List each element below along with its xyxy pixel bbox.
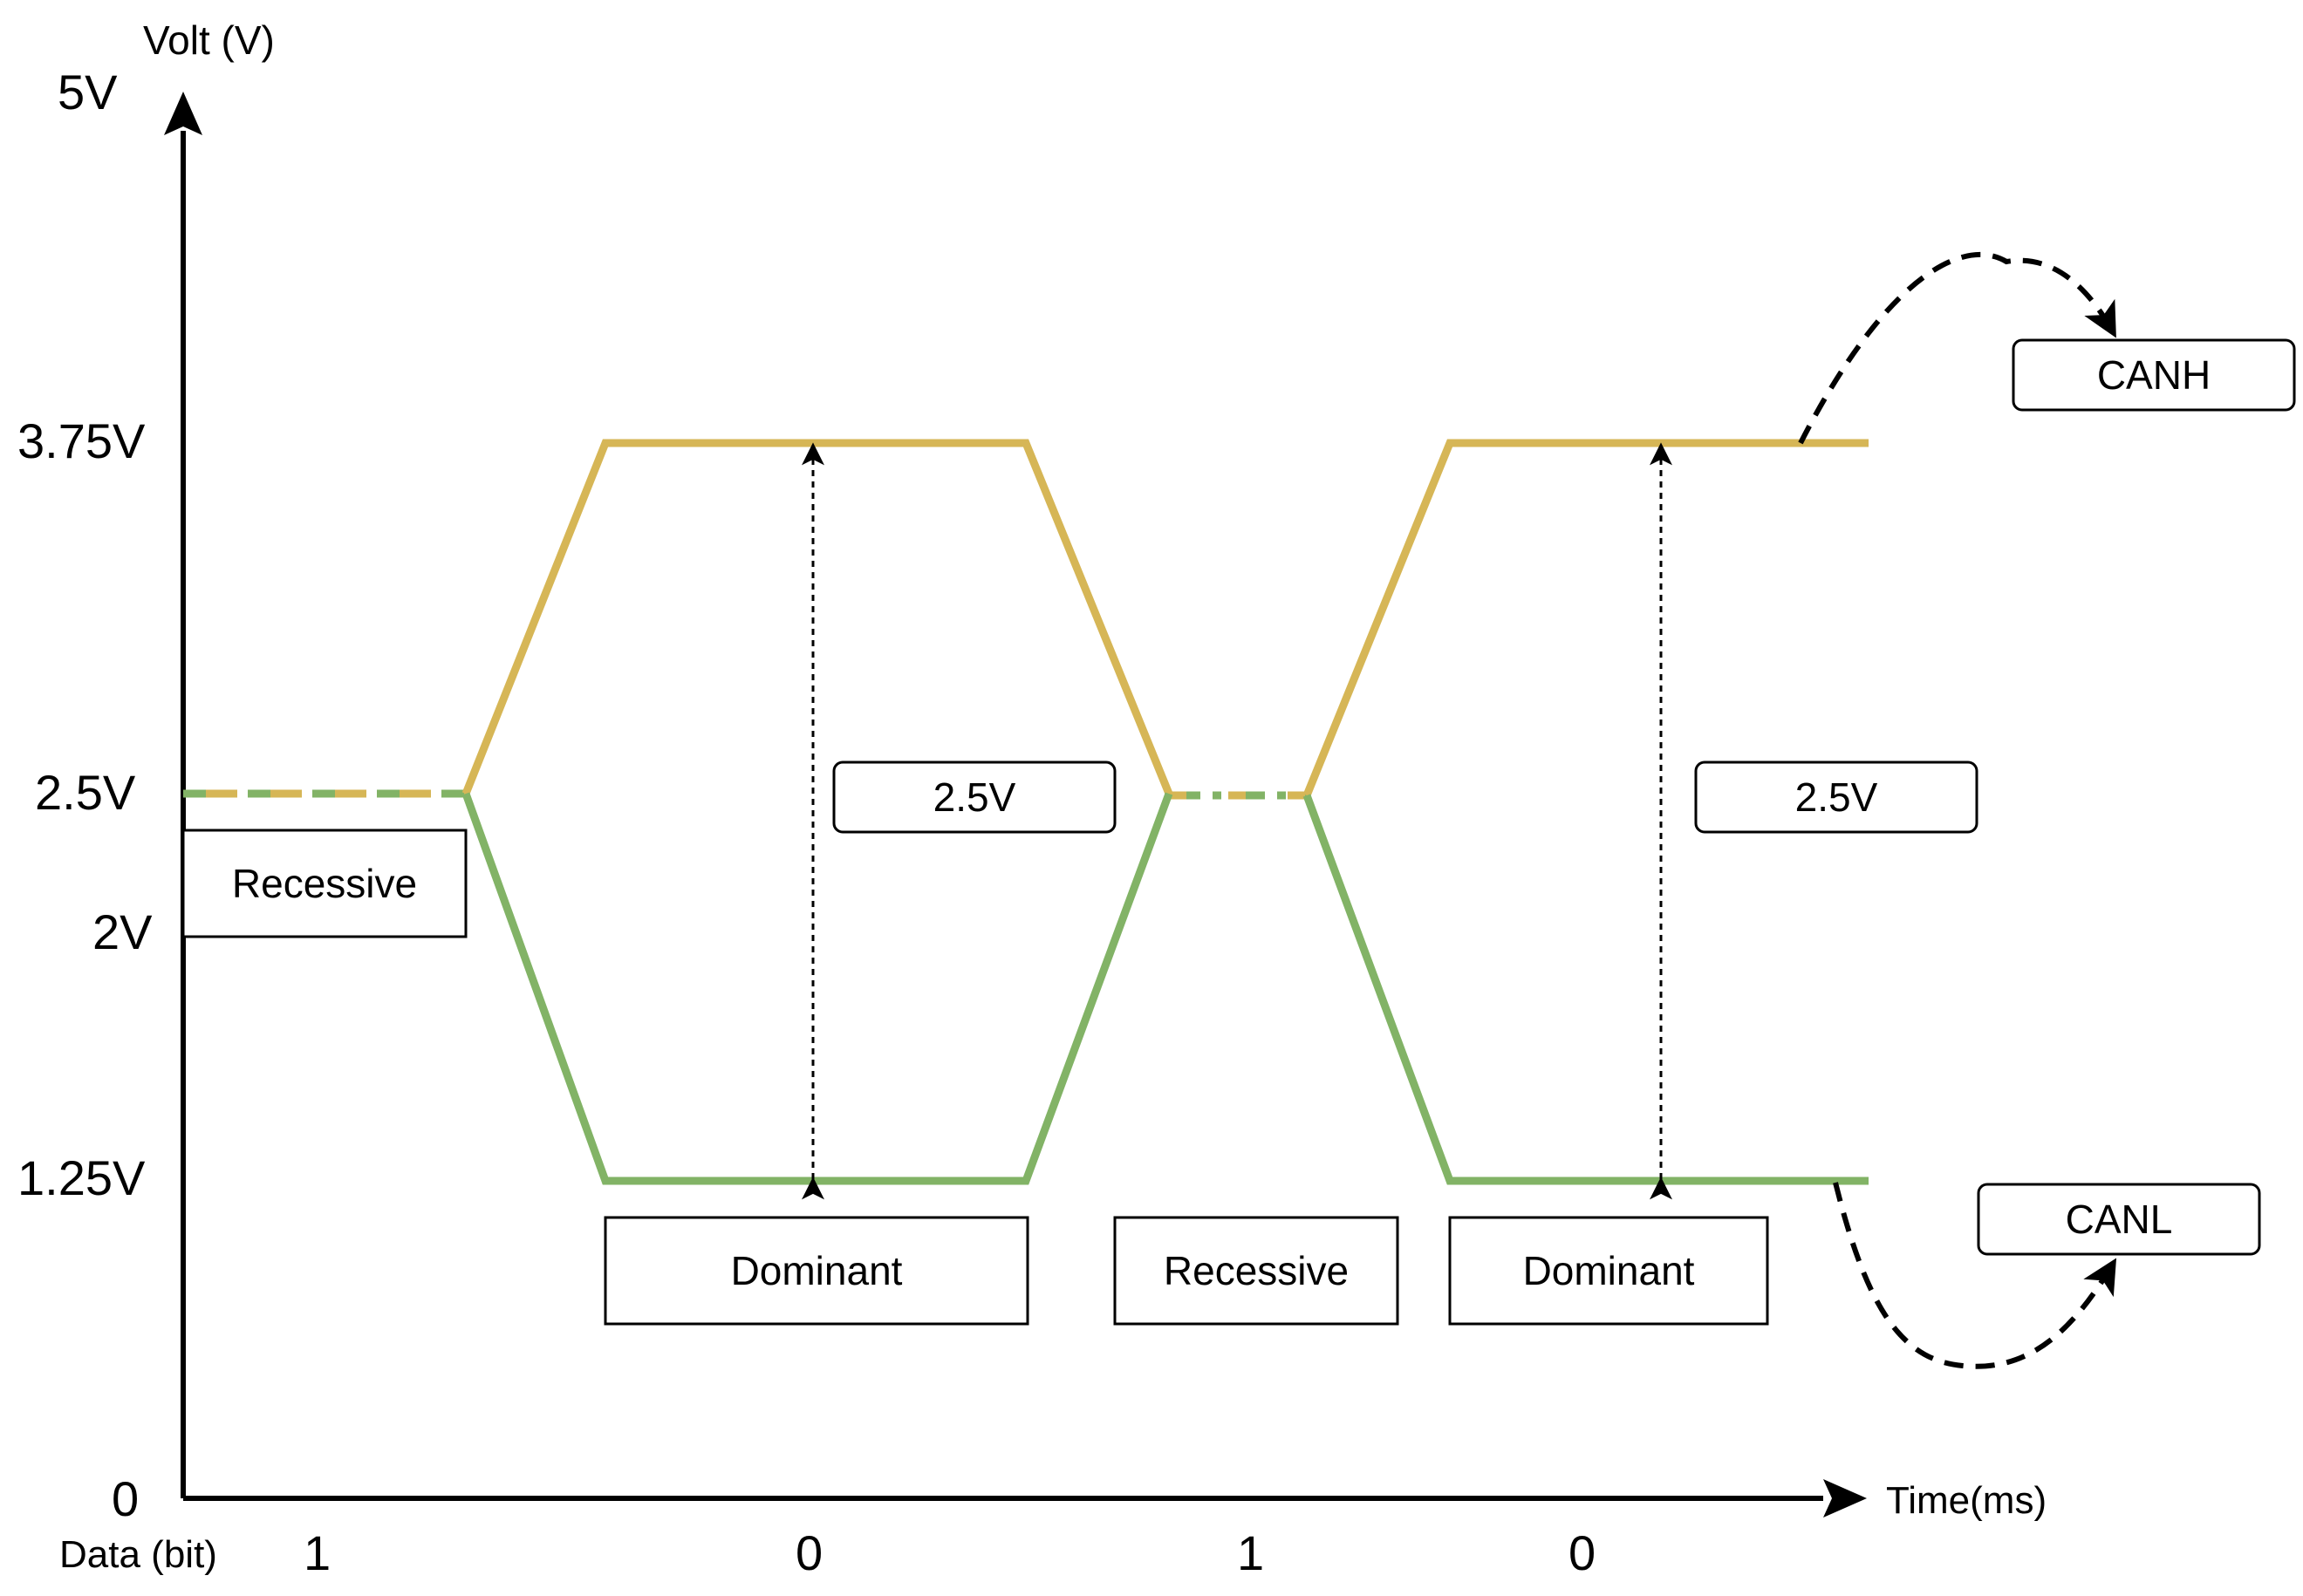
canl-line-2 — [1302, 794, 1869, 1185]
x-axis-arrow-icon — [1823, 1479, 1867, 1518]
canh-line-2 — [1302, 439, 1869, 797]
canl-label: CANL — [2066, 1197, 2173, 1242]
data-bit-3: 1 — [1237, 1525, 1264, 1580]
canh-label: CANH — [2097, 352, 2211, 398]
state-box-recessive-2 — [1113, 1216, 1399, 1326]
data-row-label: Data (bit) — [59, 1533, 217, 1576]
y-tick-0: 0 — [112, 1471, 139, 1526]
y-tick-2v: 2V — [92, 904, 153, 959]
data-bit-1: 1 — [304, 1525, 331, 1580]
state-label-dominant-2: Dominant — [1523, 1248, 1695, 1293]
data-bit-2: 0 — [796, 1525, 823, 1580]
y-tick-2-5v: 2.5V — [35, 765, 136, 820]
canl-callout-arrow — [1833, 1182, 2117, 1369]
x-axis-title: Time(ms) — [1886, 1479, 2047, 1522]
y-tick-5v: 5V — [58, 65, 118, 119]
canh-callout-arrow — [1798, 252, 2117, 445]
y-tick-1-25v: 1.25V — [17, 1150, 146, 1205]
data-bit-4: 0 — [1568, 1525, 1596, 1580]
y-tick-3-75v: 3.75V — [17, 413, 146, 468]
state-box-dominant-1 — [604, 1216, 1029, 1326]
canh-label-box — [2012, 338, 2296, 412]
state-label-recessive-1: Recessive — [232, 861, 417, 906]
state-box-dominant-2 — [1448, 1216, 1769, 1326]
differential-box-1 — [832, 760, 1117, 834]
state-label-recessive-2: Recessive — [1164, 1248, 1349, 1293]
canh-line — [461, 439, 1173, 795]
differential-label-2: 2.5V — [1795, 774, 1878, 820]
canl-label-box — [1977, 1183, 2261, 1256]
differential-box-2 — [1694, 760, 1978, 834]
y-axis-title: Volt (V) — [143, 17, 275, 63]
state-box-recessive-1 — [181, 829, 468, 938]
state-label-dominant-1: Dominant — [731, 1248, 903, 1293]
canl-line — [461, 792, 1173, 1185]
y-axis-arrow-icon — [164, 92, 202, 135]
differential-label-1: 2.5V — [933, 774, 1016, 820]
